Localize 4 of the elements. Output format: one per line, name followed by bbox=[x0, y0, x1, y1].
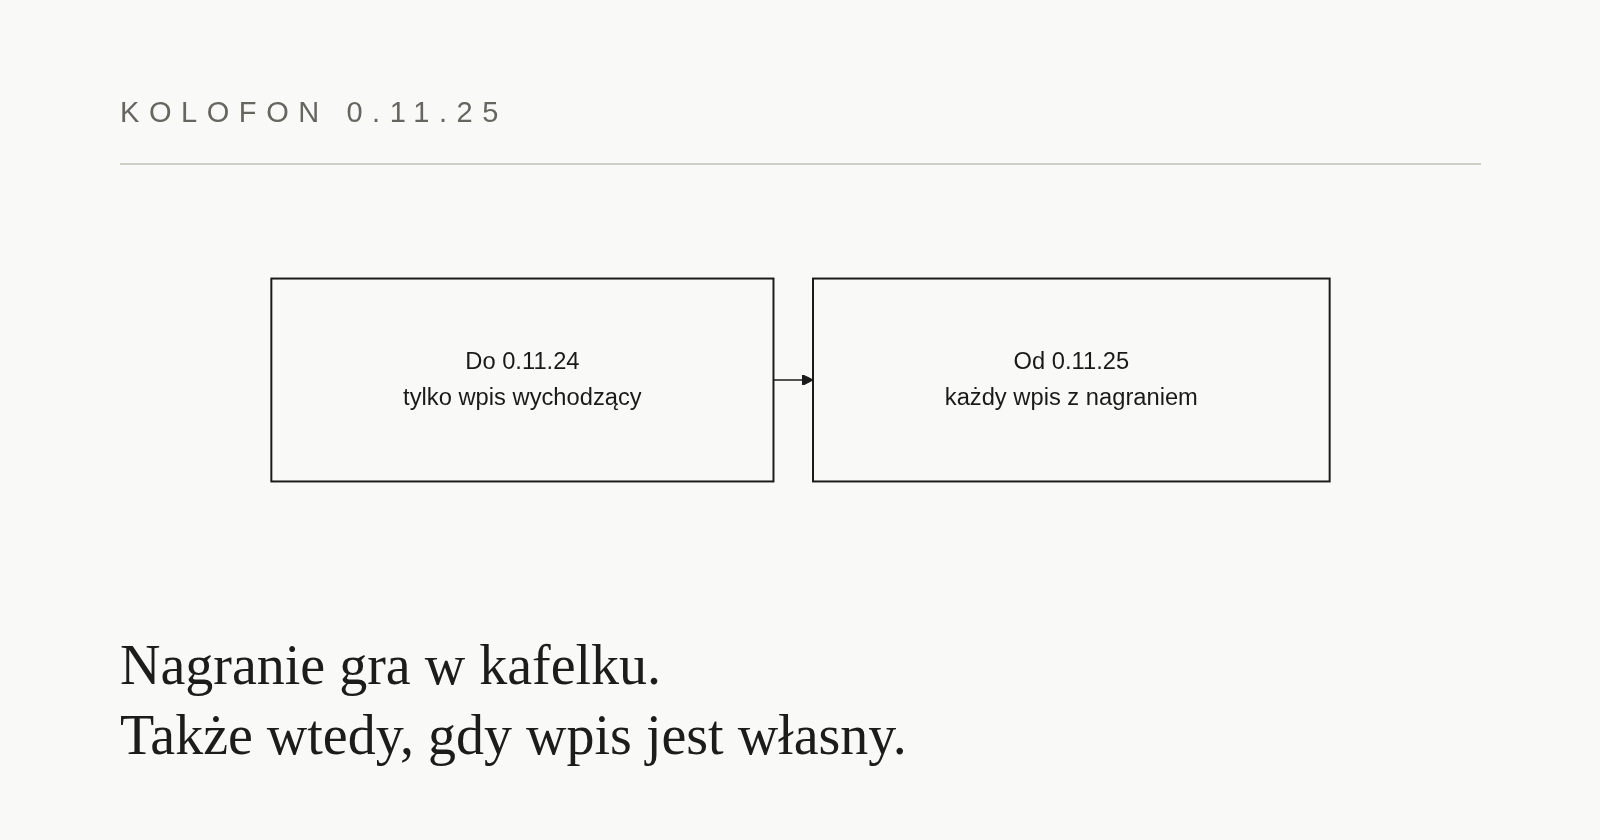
caption: Nagranie gra w kafelku. Także wtedy, gdy wpis jest własny. bbox=[120, 633, 907, 768]
process-box: Do 0.11.24 tylko wpis wychodzący bbox=[270, 277, 775, 483]
process-box: Od 0.11.25 każdy wpis z nagraniem bbox=[812, 277, 1331, 483]
diagram-title: KOLOFON 0.11.25 bbox=[120, 96, 508, 129]
